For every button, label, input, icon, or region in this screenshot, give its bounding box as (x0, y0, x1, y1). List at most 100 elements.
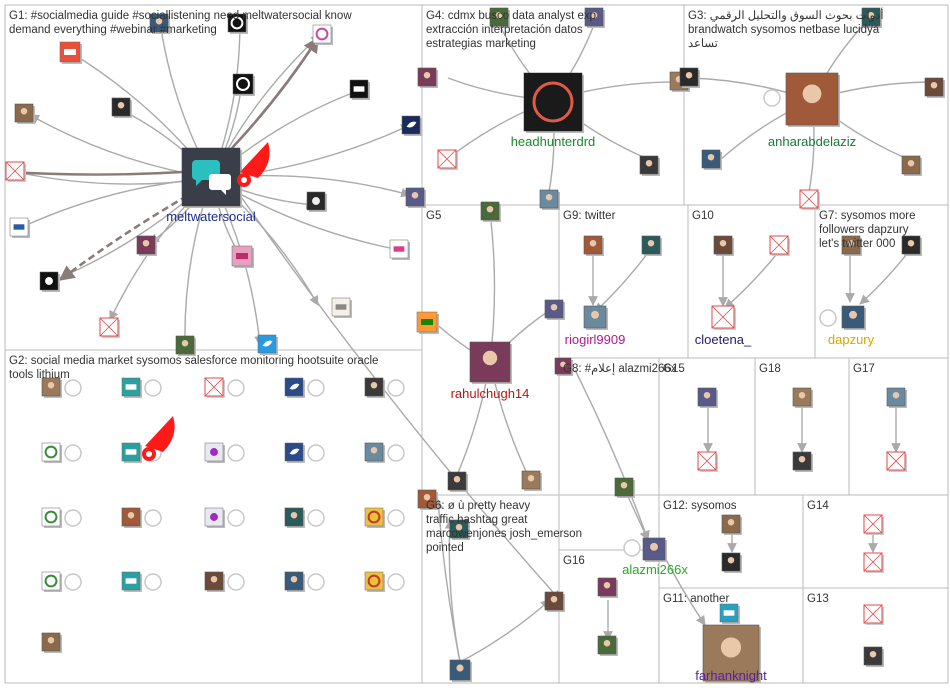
avatar-face (47, 636, 55, 644)
group-label-line: G13 (807, 593, 829, 605)
group-labels: G1: #socialmedia guide #sociallistening … (9, 7, 916, 605)
group-label-line: G4: cdmx busco data analyst exp (426, 10, 596, 22)
avatar-face (907, 239, 915, 247)
logo-mark (367, 510, 381, 524)
group-label-g18: G18 (759, 363, 781, 375)
avatar-face (411, 191, 419, 199)
avatar-face (869, 650, 877, 658)
self-loop-ring (144, 509, 162, 527)
brand-logo-node (257, 334, 278, 355)
self-loop-ring (307, 379, 325, 397)
brand-logo-node (389, 239, 410, 260)
avatar-face (719, 239, 727, 247)
user-avatar-node (14, 103, 35, 124)
logo-mark (230, 16, 244, 30)
avatar-face (550, 595, 558, 603)
user-avatar-node (841, 235, 862, 256)
brand-logo-node (312, 24, 333, 45)
pin-dot (241, 177, 247, 183)
brand-logo-node (39, 271, 60, 292)
user-avatar-node (544, 299, 565, 320)
logo-mark (236, 253, 248, 259)
missing-image-cross (799, 189, 819, 209)
brand-logo-node (204, 507, 225, 528)
user-avatar-node (841, 305, 866, 330)
user-avatar-node (284, 507, 305, 528)
avatar-face (482, 350, 498, 366)
group-label-g8: G8: #إعلام alazmi266x (563, 362, 677, 376)
self-loop-ring (64, 573, 82, 591)
user-avatar-node (480, 201, 501, 222)
hub-label-cloetena-: cloetena_ (695, 332, 752, 347)
avatar-face (47, 381, 55, 389)
hub-label-rahulchugh14: rahulchugh14 (451, 386, 530, 401)
self-loop-ring (307, 573, 325, 591)
group-label-line: tools lithium (9, 369, 70, 381)
alazmi266x-avatar (642, 537, 667, 562)
group-label-line: G11: another (663, 593, 729, 605)
brand-logo-node (204, 442, 225, 463)
missing-image-node (711, 305, 736, 330)
avatar-face (20, 107, 28, 115)
user-avatar-node (417, 489, 438, 510)
avatar-face (127, 511, 135, 519)
user-avatar-node (792, 387, 813, 408)
group-label-line: G7: sysomos more (819, 210, 916, 222)
logo-mark (393, 246, 405, 252)
missing-image-node (437, 149, 458, 170)
avatar-face (603, 581, 611, 589)
avatar-face (290, 511, 298, 519)
brand-logo-node (41, 571, 62, 592)
missing-image-node (99, 317, 120, 338)
user-avatar-node (149, 13, 170, 34)
chat-bubble-icon (209, 174, 231, 195)
group-label-line: G15 (663, 363, 685, 375)
group-box-g16 (558, 549, 660, 684)
logo-mark (335, 304, 347, 310)
user-avatar-node (584, 7, 605, 28)
logo-mark (289, 383, 300, 390)
avatar-face (603, 639, 611, 647)
group-label-line: G6: ø ù pretty heavy (426, 500, 530, 512)
avatar-face (486, 205, 494, 213)
avatar-face (685, 71, 693, 79)
avatar-face (798, 455, 806, 463)
group-label-g10: G10 (692, 210, 714, 222)
avatar-face (590, 11, 598, 19)
map-pin-marker (237, 142, 270, 187)
user-avatar-node (111, 97, 132, 118)
brand-logo-node (719, 603, 740, 624)
edge (594, 249, 651, 313)
missing-image-node (799, 189, 820, 210)
logo-mark (210, 448, 218, 456)
edge (459, 599, 551, 663)
hub-label-farhanknight: farhanknight (695, 668, 767, 683)
avatar-face (545, 193, 553, 201)
avatar-face (720, 637, 742, 658)
user-avatar-node (614, 477, 635, 498)
logo-mark (45, 277, 53, 285)
edge (58, 194, 188, 282)
avatar-face (647, 239, 655, 247)
pin-dot (146, 451, 152, 457)
group-label-g9: G9: twitter (563, 210, 616, 222)
user-avatar-node (539, 189, 560, 210)
avatar-face (210, 575, 218, 583)
hub-label-dapzury: dapzury (828, 332, 875, 347)
map-pin-marker (142, 416, 175, 461)
group-label-g5: G5 (426, 210, 441, 222)
group-label-line: extracción interpretación datos (426, 24, 583, 36)
farhanknight-avatar (702, 624, 761, 683)
user-avatar-node (721, 552, 742, 573)
group-label-g16: G16 (563, 555, 585, 567)
avatar-face (142, 239, 150, 247)
avatar-face (181, 339, 189, 347)
missing-image-cross (99, 317, 119, 337)
user-avatar-node (447, 471, 468, 492)
logo-mark (125, 578, 137, 584)
user-avatar-node (713, 235, 734, 256)
avatar-face (727, 518, 735, 526)
edge (486, 211, 496, 363)
user-avatar-node (697, 387, 718, 408)
